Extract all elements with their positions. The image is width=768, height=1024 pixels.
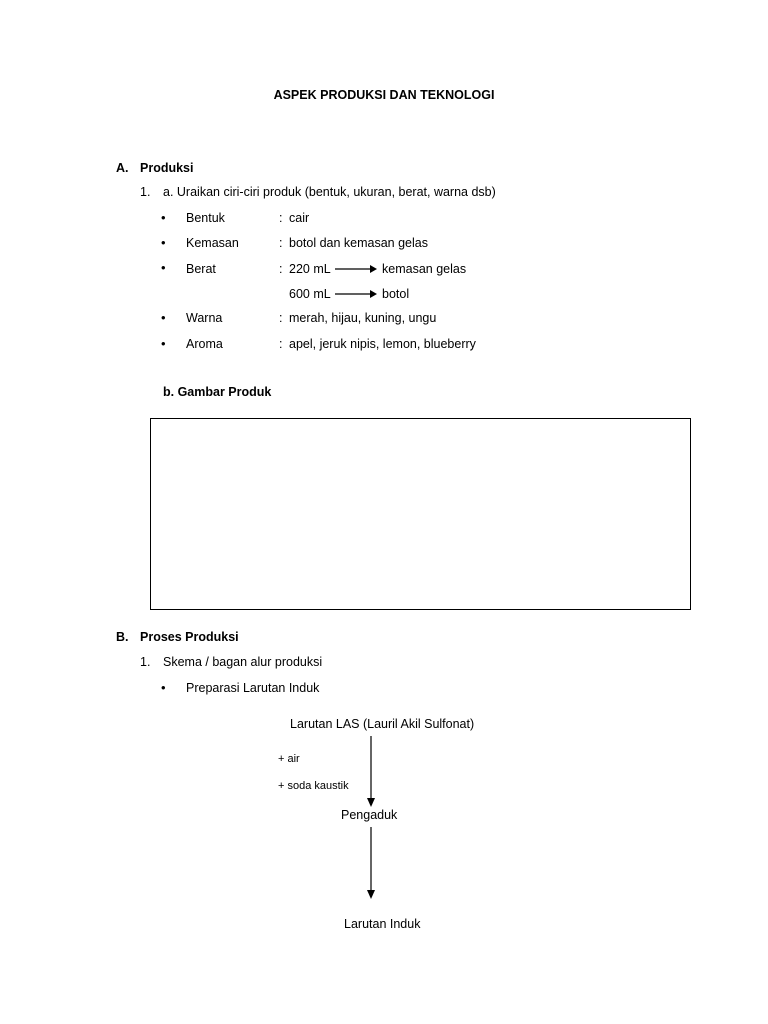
row-value-kemasan: botol dan kemasan gelas (289, 236, 428, 250)
section-b-heading: Proses Produksi (140, 630, 239, 644)
down-arrow-icon (367, 736, 375, 807)
bullet-icon: • (161, 336, 166, 351)
bullet-icon: • (161, 680, 166, 695)
row-label-kemasan: Kemasan (186, 236, 239, 250)
flow-addition-air: + air (278, 753, 300, 765)
row-separator: : (279, 262, 283, 276)
bullet-icon: • (161, 210, 166, 225)
flow-middle-node: Pengaduk (341, 808, 398, 822)
section-a-letter: A. (116, 161, 129, 175)
row-separator: : (279, 311, 283, 325)
flow-end-node: Larutan Induk (344, 917, 421, 931)
row-value-aroma: apel, jeruk nipis, lemon, blueberry (289, 337, 476, 351)
down-arrow-icon (367, 827, 375, 899)
row-target-botol: botol (382, 287, 410, 301)
bullet-icon: • (161, 260, 166, 275)
right-arrow-icon (335, 290, 377, 298)
bullet-icon: • (161, 235, 166, 250)
row-value-berat-220: 220 mL (289, 262, 331, 276)
flow-start-node: Larutan LAS (Lauril Akil Sulfonat) (290, 717, 475, 731)
section-a-item1-number: 1. (140, 185, 151, 199)
row-separator: : (279, 337, 283, 351)
row-label-berat: Berat (186, 262, 216, 276)
right-arrow-icon (335, 265, 377, 273)
section-b-letter: B. (116, 630, 129, 644)
row-target-kemasan-gelas: kemasan gelas (382, 262, 467, 276)
gambar-produk-label: b. Gambar Produk (163, 385, 272, 399)
section-a-heading: Produksi (140, 161, 194, 175)
flow-addition-soda-kaustik: + soda kaustik (278, 780, 349, 792)
section-b-item1-number: 1. (140, 655, 151, 669)
row-value-bentuk: cair (289, 211, 310, 225)
row-label-bentuk: Bentuk (186, 211, 225, 225)
bullet-icon: • (161, 310, 166, 325)
section-b-bullet-text: Preparasi Larutan Induk (186, 681, 320, 695)
row-value-berat-600: 600 mL (289, 287, 331, 301)
section-a-item1-text: a. Uraikan ciri-ciri produk (bentuk, uku… (163, 185, 496, 199)
row-separator: : (279, 211, 283, 225)
row-separator: : (279, 236, 283, 250)
row-label-warna: Warna (186, 311, 223, 325)
row-label-aroma: Aroma (186, 337, 223, 351)
section-b-item1-text: Skema / bagan alur produksi (163, 655, 323, 669)
page-title: ASPEK PRODUKSI DAN TEKNOLOGI (273, 88, 495, 102)
row-value-warna: merah, hijau, kuning, ungu (289, 311, 437, 325)
product-image-box (150, 418, 691, 610)
